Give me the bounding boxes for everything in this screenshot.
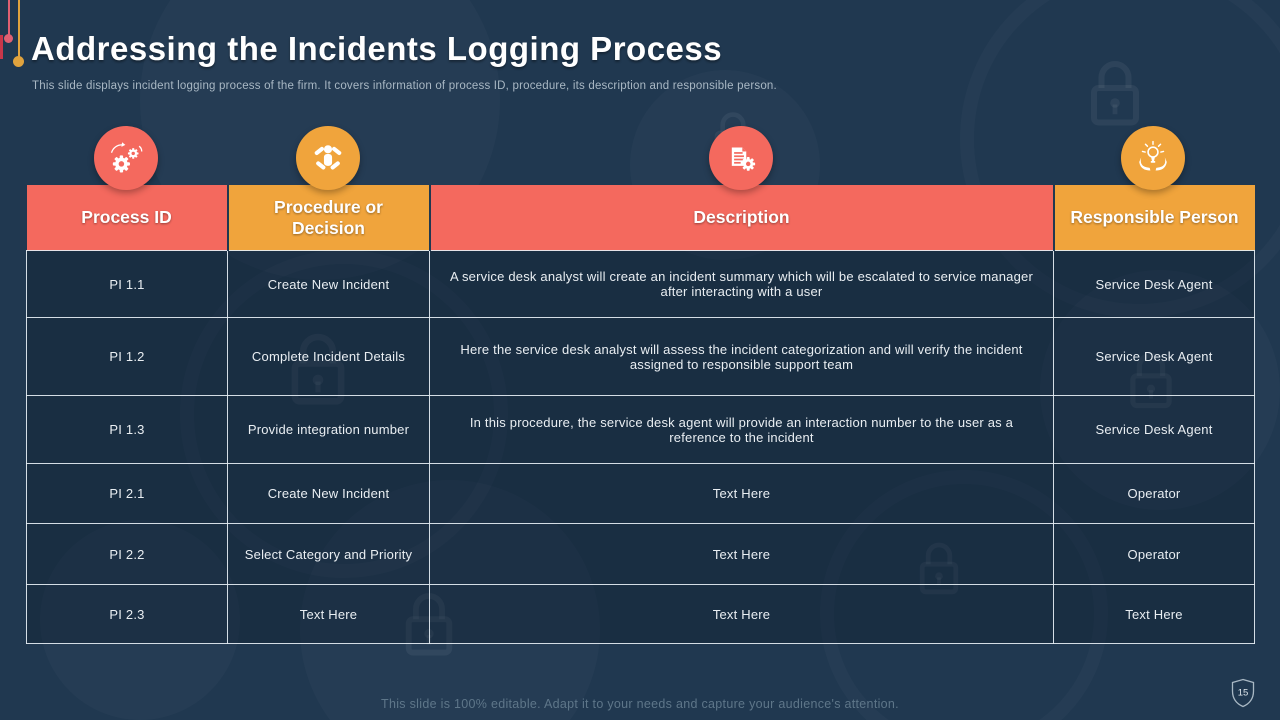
header-procedure-or-decision: Procedure or Decision bbox=[226, 185, 430, 251]
table-cell-process-id: PI 2.3 bbox=[26, 584, 228, 644]
header-description: Description bbox=[428, 185, 1054, 251]
footer-note: This slide is 100% editable. Adapt it to… bbox=[381, 697, 899, 711]
header-process-id: Process ID bbox=[26, 185, 228, 251]
table-cell-description: In this procedure, the service desk agen… bbox=[429, 395, 1054, 464]
table-cell-responsible-person: Service Desk Agent bbox=[1053, 250, 1255, 318]
table-cell-process-id: PI 1.2 bbox=[26, 317, 228, 396]
page-number-badge: 15 bbox=[1230, 678, 1256, 708]
gears-icon bbox=[94, 126, 158, 190]
document-gear-icon bbox=[709, 126, 773, 190]
table-cell-description: Text Here bbox=[429, 463, 1054, 524]
table-header-row: Process ID Procedure or Decision Descrip… bbox=[26, 185, 1255, 251]
page-title: Addressing the Incidents Logging Process bbox=[31, 30, 723, 67]
table-cell-procedure: Complete Incident Details bbox=[227, 317, 430, 396]
table-cell-procedure: Select Category and Priority bbox=[227, 523, 430, 585]
table-cell-procedure: Create New Incident bbox=[227, 463, 430, 524]
decor-line-pink bbox=[8, 0, 10, 36]
page-subtitle: This slide displays incident logging pro… bbox=[32, 80, 777, 92]
header-responsible-person: Responsible Person bbox=[1052, 185, 1255, 251]
table-cell-procedure: Text Here bbox=[227, 584, 430, 644]
table-cell-responsible-person: Service Desk Agent bbox=[1053, 317, 1255, 396]
table-cell-description: A service desk analyst will create an in… bbox=[429, 250, 1054, 318]
table-cell-process-id: PI 1.3 bbox=[26, 395, 228, 464]
decor-line-yellow bbox=[18, 0, 20, 58]
page-number: 15 bbox=[1238, 688, 1249, 699]
table-cell-process-id: PI 2.1 bbox=[26, 463, 228, 524]
person-icon bbox=[296, 126, 360, 190]
table-cell-description: Here the service desk analyst will asses… bbox=[429, 317, 1054, 396]
table-cell-responsible-person: Text Here bbox=[1053, 584, 1255, 644]
table-cell-procedure: Create New Incident bbox=[227, 250, 430, 318]
process-table: Process ID Procedure or Decision Descrip… bbox=[26, 185, 1255, 644]
table-cell-description: Text Here bbox=[429, 523, 1054, 585]
table-cell-responsible-person: Service Desk Agent bbox=[1053, 395, 1255, 464]
table-cell-process-id: PI 2.2 bbox=[26, 523, 228, 585]
table-cell-procedure: Provide integration number bbox=[227, 395, 430, 464]
hands-bulb-icon bbox=[1121, 126, 1185, 190]
lock-icon bbox=[1085, 58, 1145, 130]
table-cell-process-id: PI 1.1 bbox=[26, 250, 228, 318]
table-cell-responsible-person: Operator bbox=[1053, 463, 1255, 524]
table-cell-responsible-person: Operator bbox=[1053, 523, 1255, 585]
decor-dot-pink bbox=[4, 34, 13, 43]
table-cell-description: Text Here bbox=[429, 584, 1054, 644]
decor-dot-yellow bbox=[13, 56, 24, 67]
edge-accent-tick bbox=[0, 35, 3, 59]
